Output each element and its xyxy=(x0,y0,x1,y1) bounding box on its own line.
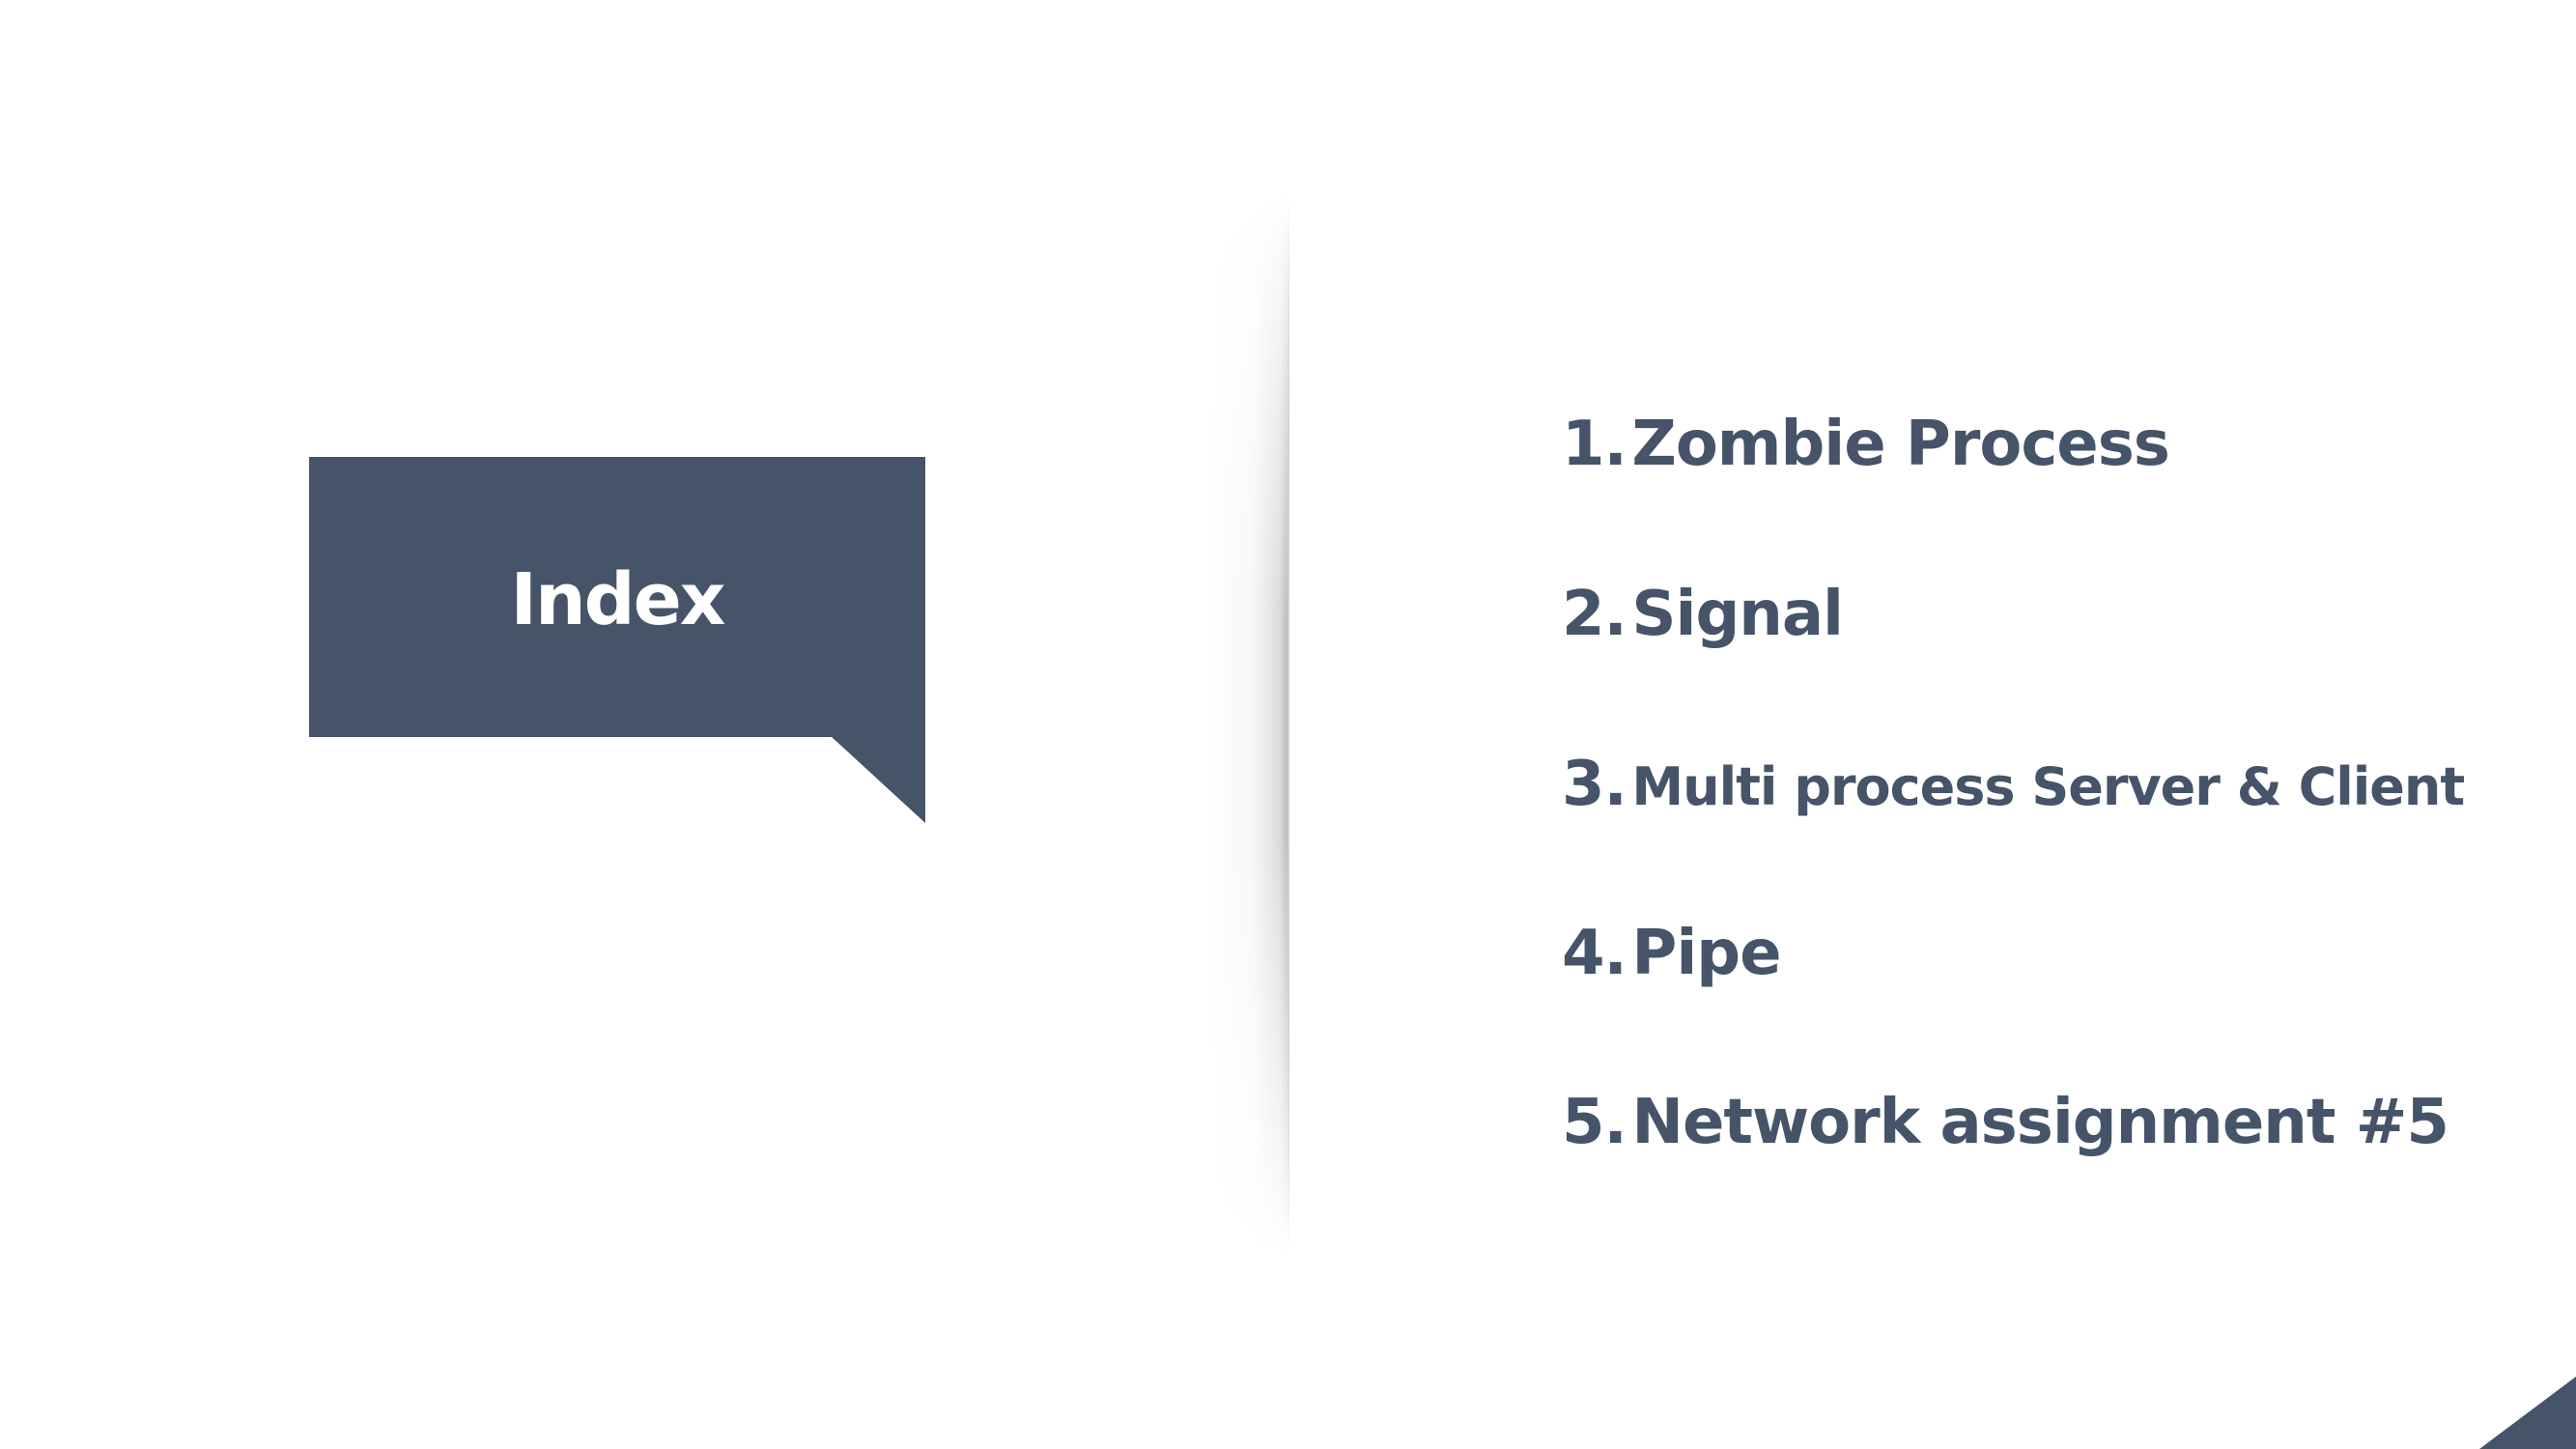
slide-title: Index xyxy=(510,558,725,641)
list-item-label: Zombie Process xyxy=(1631,409,2169,480)
divider-shadow xyxy=(1207,193,1289,1256)
list-item-label: Network assignment #5 xyxy=(1631,1087,2449,1158)
list-item-label: Pipe xyxy=(1631,918,1781,989)
list-item-number: 5. xyxy=(1562,1087,1628,1158)
list-item-label: Signal xyxy=(1631,579,1844,650)
vertical-divider xyxy=(1288,203,1289,1246)
list-item: 3. Multi process Server & Client xyxy=(1562,753,2465,817)
list-item: 5. Network assignment #5 xyxy=(1562,1092,2449,1153)
list-item: 2. Signal xyxy=(1562,583,1844,645)
list-item-number: 3. xyxy=(1562,749,1628,820)
list-item-number: 4. xyxy=(1562,918,1628,989)
list-item-label: Multi process Server & Client xyxy=(1631,756,2465,817)
title-box: Index xyxy=(309,457,925,737)
corner-triangle-decoration xyxy=(2479,1377,2576,1449)
list-item-number: 2. xyxy=(1562,579,1628,650)
list-item: 4. Pipe xyxy=(1562,923,1781,984)
list-item-number: 1. xyxy=(1562,409,1628,480)
speech-bubble-tail xyxy=(831,736,925,823)
list-item: 1. Zombie Process xyxy=(1562,413,2170,475)
